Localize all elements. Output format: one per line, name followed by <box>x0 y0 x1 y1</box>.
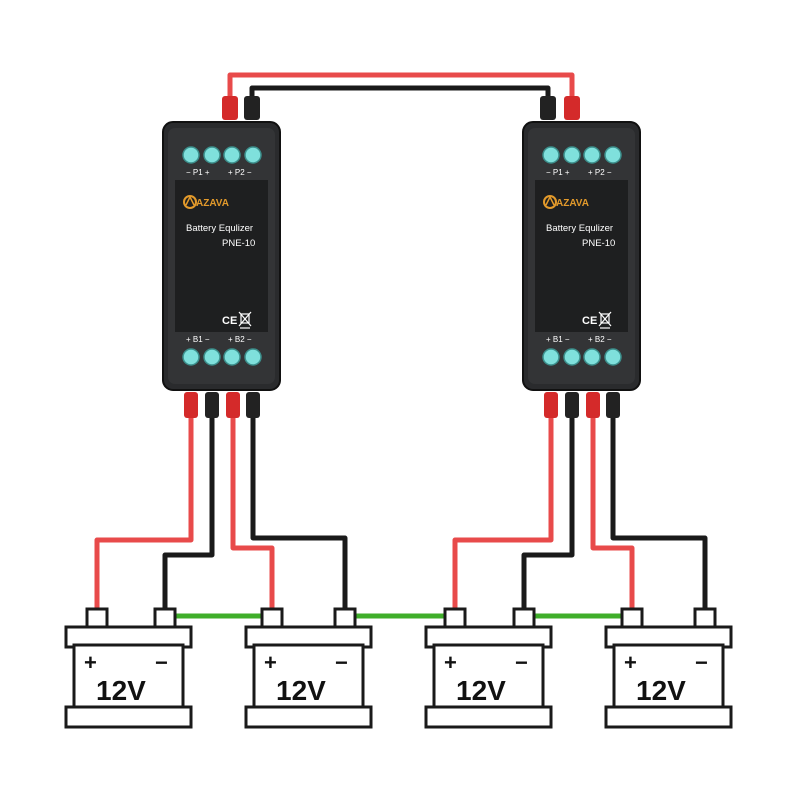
wire-b2-positive <box>230 418 275 612</box>
bottom-lugs <box>184 392 620 418</box>
terminal-label-p2: + P2 − <box>588 168 612 177</box>
module-2-battery-wires <box>452 418 708 612</box>
top-bus-positive-wire <box>227 72 575 110</box>
wire-b2-negative <box>250 418 348 612</box>
brand-logo <box>183 195 197 209</box>
terminal-label-p2: + P2 − <box>228 168 252 177</box>
battery-1: + − 12V <box>64 607 193 729</box>
product-name: Battery Equlizer <box>186 223 253 234</box>
product-name: Battery Equlizer <box>546 223 613 234</box>
equalizer-module-2: − P1 + + P2 − AZAVA Battery Equlizer PNE… <box>522 121 641 391</box>
terminal-label-p1: − P1 + <box>186 168 210 177</box>
wire-b2-negative <box>610 418 708 612</box>
battery-minus-sign: − <box>695 650 708 675</box>
battery-plus-sign: + <box>264 650 277 675</box>
brand-logo <box>543 195 557 209</box>
battery-plus-sign: + <box>84 650 97 675</box>
wire-b2-positive <box>590 418 635 612</box>
battery-voltage: 12V <box>456 675 506 706</box>
battery-2: + − 12V <box>244 607 373 729</box>
battery-voltage: 12V <box>96 675 146 706</box>
wire-b1-positive <box>452 418 554 612</box>
battery-voltage: 12V <box>636 675 686 706</box>
model-number: PNE-10 <box>222 238 255 249</box>
weee-bin-icon <box>238 311 252 329</box>
weee-bin-icon <box>598 311 612 329</box>
terminal-label-b2: + B2 − <box>228 335 252 344</box>
certification-mark: CE <box>582 315 597 327</box>
terminal-label-b2: + B2 − <box>588 335 612 344</box>
terminal-block-top <box>542 146 622 164</box>
terminal-label-b1: + B1 − <box>546 335 570 344</box>
top-bus-negative-wire <box>249 85 551 110</box>
model-number: PNE-10 <box>582 238 615 249</box>
brand-name: AZAVA <box>556 198 589 209</box>
lug-black <box>540 96 556 120</box>
top-bus-wires <box>222 72 580 120</box>
brand-name: AZAVA <box>196 198 229 209</box>
wire-b1-positive <box>94 418 194 612</box>
battery-minus-sign: − <box>515 650 528 675</box>
terminal-block-bottom <box>542 348 622 366</box>
terminal-block-top <box>182 146 262 164</box>
lug-red <box>564 96 580 120</box>
battery-minus-sign: − <box>155 650 168 675</box>
battery-plus-sign: + <box>444 650 457 675</box>
wire-b1-negative <box>521 418 575 612</box>
wire-b1-negative <box>162 418 215 612</box>
equalizer-module-1: − P1 + + P2 − AZAVA Battery Equlizer PNE… <box>162 121 281 391</box>
lug-black <box>244 96 260 120</box>
battery-voltage: 12V <box>276 675 326 706</box>
battery-minus-sign: − <box>335 650 348 675</box>
terminal-label-p1: − P1 + <box>546 168 570 177</box>
certification-mark: CE <box>222 315 237 327</box>
lug-red <box>222 96 238 120</box>
battery-3: + − 12V <box>424 607 553 729</box>
module-1-battery-wires <box>94 418 348 612</box>
battery-4: + − 12V <box>604 607 733 729</box>
terminal-label-b1: + B1 − <box>186 335 210 344</box>
terminal-block-bottom <box>182 348 262 366</box>
battery-plus-sign: + <box>624 650 637 675</box>
